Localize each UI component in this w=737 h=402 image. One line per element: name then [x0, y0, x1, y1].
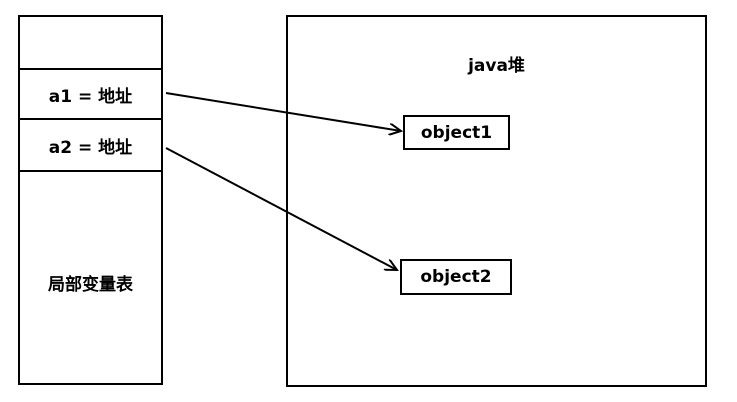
arrow-a2-to-object2 — [165, 147, 397, 270]
java-heap: java堆 — [286, 15, 707, 387]
local-variable-table: a1 = 地址 a2 = 地址 局部变量表 — [18, 15, 163, 385]
java-heap-label: java堆 — [468, 56, 525, 76]
heap-object-2: object2 — [400, 259, 512, 295]
stack-slot-a2: a2 = 地址 — [20, 120, 161, 172]
heap-object-1: object1 — [403, 115, 510, 150]
arrow-a1-to-object1 — [165, 92, 401, 131]
local-variable-table-label: 局部变量表 — [48, 275, 133, 295]
stack-slot-a1: a1 = 地址 — [20, 70, 161, 120]
stack-slot-empty — [20, 17, 161, 70]
